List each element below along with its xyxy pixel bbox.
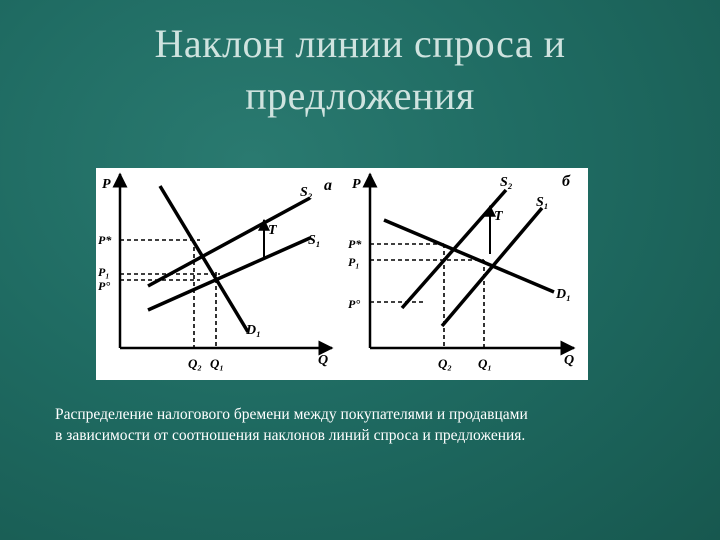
price-axis-label-b: P [352, 177, 361, 192]
guide-lines-b [370, 243, 485, 348]
slide-title-line-2: предложения [245, 73, 475, 118]
curve-label-s2-a: S₂ [300, 185, 313, 200]
tax-burden-figure: P Q а S₂ S₁ D₁ T P* P₁ P° Q₂ Q₁ [96, 168, 588, 380]
curve-label-d1-a: D₁ [245, 323, 261, 338]
price-label-p1-b: P₁ [348, 255, 360, 269]
price-axis-label-a: P [102, 177, 111, 192]
price-label-p-lower-a: P° [98, 279, 110, 293]
supply-curve-s1-a [147, 236, 311, 312]
panel-label-a: а [324, 177, 332, 194]
slide-title: Наклон линии спроса и предложения [0, 18, 720, 122]
quantity-label-q1-a: Q₁ [210, 356, 224, 371]
supply-curve-s2-a [147, 196, 311, 288]
slide-title-line-1: Наклон линии спроса и [154, 21, 566, 66]
figure-caption: Распределение налогового бремени между п… [55, 404, 675, 446]
diagram-a: P Q а S₂ S₁ D₁ T P* P₁ P° Q₂ Q₁ [98, 172, 334, 371]
panel-label-b: б [562, 173, 571, 190]
guide-lines-a [120, 239, 220, 348]
caption-line-2: в зависимости от соотношения наклонов ли… [55, 427, 526, 444]
demand-curve-d1-b [383, 218, 555, 294]
price-label-p-lower-b: P° [348, 297, 360, 311]
tax-label-a: T [268, 223, 278, 238]
price-label-p1-a: P₁ [98, 265, 110, 279]
quantity-label-q2-b: Q₂ [438, 356, 452, 371]
caption-line-1: Распределение налогового бремени между п… [55, 406, 528, 423]
diagram-b: P Q б S₂ S₁ D₁ T P* P₁ P° Q₂ Q₁ [348, 172, 576, 371]
supply-demand-diagrams: P Q а S₂ S₁ D₁ T P* P₁ P° Q₂ Q₁ [98, 172, 576, 371]
price-label-p-star-b: P* [348, 237, 362, 251]
curve-label-s2-b: S₂ [500, 175, 513, 190]
tax-label-b: T [494, 209, 504, 224]
quantity-label-q2-a: Q₂ [188, 356, 202, 371]
price-label-p-star-a: P* [98, 233, 112, 247]
demand-curve-d1-a [158, 185, 250, 333]
curve-label-s1-a: S₁ [308, 233, 321, 248]
quantity-axis-label-a: Q [318, 353, 328, 368]
curve-label-s1-b: S₁ [536, 195, 549, 210]
quantity-axis-label-b: Q [564, 353, 574, 368]
curve-label-d1-b: D₁ [555, 287, 571, 302]
quantity-label-q1-b: Q₁ [478, 356, 492, 371]
